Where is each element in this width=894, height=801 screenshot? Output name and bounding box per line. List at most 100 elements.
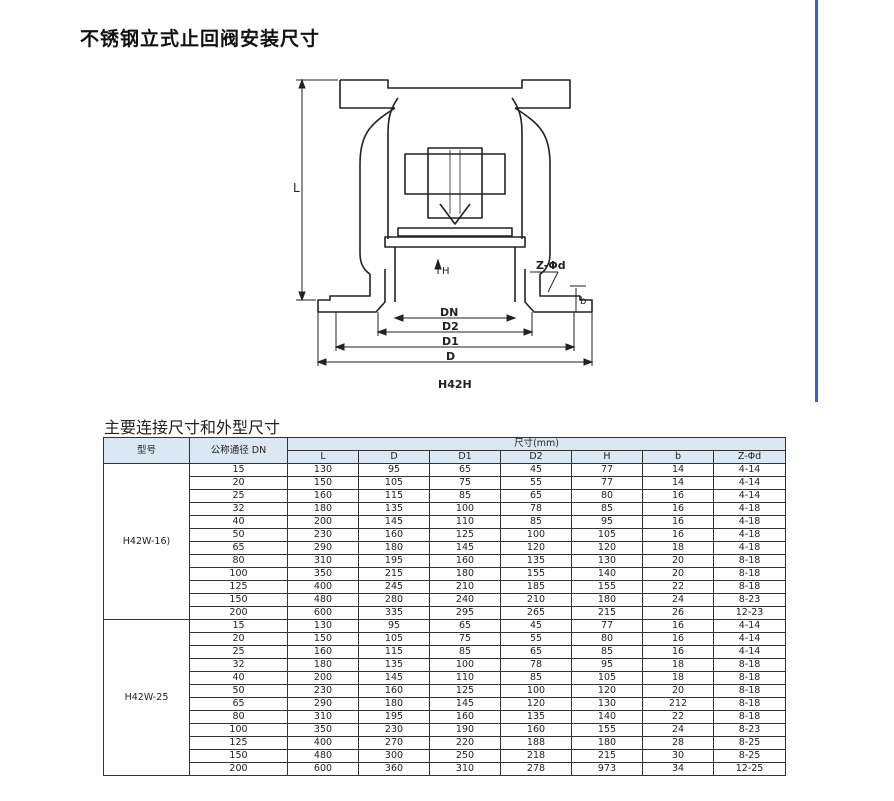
dimension-cell: 145 [429,541,501,555]
label-L: L [293,181,300,195]
dimension-cell: 220 [429,736,501,750]
dimension-cell: 973 [571,762,643,776]
dimension-cell: 8-23 [712,723,787,737]
dimension-cell: 240 [429,593,501,607]
dimension-cell: 8-25 [712,749,787,763]
label-zd: Z-Φd [536,259,566,272]
dimension-cell: 8-18 [712,697,787,711]
dimension-cell: 4-18 [712,515,787,529]
dimension-cell: 85 [571,645,643,659]
dimension-cell: 8-18 [712,580,787,594]
dimension-cell: 155 [571,723,643,737]
dimension-cell: 8-18 [712,567,787,581]
top-flange-left [339,80,395,109]
dimension-cell: 145 [358,671,430,685]
dimension-cell: 480 [287,749,359,763]
dimension-cell: 100 [429,658,501,672]
header-cols: L D D1 D2 H b Z-Φd [104,450,787,464]
dimension-cell: 120 [571,541,643,555]
header-col: H [571,450,643,464]
dn-cell: 32 [189,658,288,672]
dimension-cell: 4-14 [712,463,787,477]
dn-cell: 100 [189,567,288,581]
dimension-cell: 77 [571,463,643,477]
dimension-cell: 65 [429,463,501,477]
dimension-cell: 85 [571,502,643,516]
dimension-cell: 16 [642,489,714,503]
dimension-cell: 250 [429,749,501,763]
right-accent-bar [815,0,818,402]
dimension-cell: 65 [429,619,501,633]
dimension-cell: 8-18 [712,710,787,724]
dimension-cell: 20 [642,567,714,581]
dimension-cell: 218 [500,749,572,763]
valve-stem [427,147,483,219]
model-cell: H42W-16) [103,463,190,620]
dn-cell: 40 [189,671,288,685]
dimension-cell: 130 [571,697,643,711]
dimension-cell: 195 [358,554,430,568]
dimension-cell: 180 [358,541,430,555]
dimension-cell: 80 [571,489,643,503]
dn-cell: 20 [189,476,288,490]
dimension-cell: 20 [642,554,714,568]
page-title: 不锈钢立式止回阀安装尺寸 [80,28,321,50]
dimension-cell: 100 [429,502,501,516]
dimension-cell: 8-18 [712,671,787,685]
dimension-cell: 14 [642,463,714,477]
dn-cell: 80 [189,554,288,568]
dimension-cell: 130 [571,554,643,568]
dimension-cell: 120 [571,684,643,698]
dimension-cell: 400 [287,736,359,750]
top-flange [340,79,571,109]
dimension-cell: 100 [500,684,572,698]
dn-cell: 15 [189,463,288,477]
dimension-cell: 230 [358,723,430,737]
dimension-cell: 200 [287,671,359,685]
dimension-cell: 160 [500,723,572,737]
dimension-cell: 600 [287,762,359,776]
dimension-cell: 22 [642,710,714,724]
dimension-cell: 310 [287,554,359,568]
bottom-flange-left [317,269,386,313]
dimension-cell: 78 [500,502,572,516]
dimension-cell: 160 [429,554,501,568]
dimension-cell: 85 [500,515,572,529]
valve-drawing: L H Z-Φd b DN D2 D1 D H42H [290,64,620,394]
dimension-cell: 145 [358,515,430,529]
dn-cell: 65 [189,697,288,711]
dimension-cell: 95 [358,619,430,633]
dimension-cell: 160 [358,684,430,698]
dimension-cell: 16 [642,645,714,659]
header-col: D [358,450,430,464]
dimension-cell: 180 [429,567,501,581]
dimension-cell: 160 [287,489,359,503]
valve-seat [384,236,526,248]
dimension-cell: 4-18 [712,541,787,555]
dn-cell: 150 [189,593,288,607]
dimension-cell: 180 [287,502,359,516]
dimension-cell: 12-25 [712,762,787,776]
dimension-cell: 105 [571,528,643,542]
dimension-cell: 4-14 [712,619,787,633]
dimension-cell: 160 [358,528,430,542]
dimension-cell: 95 [358,463,430,477]
dimension-cell: 212 [642,697,714,711]
dimension-cell: 195 [358,710,430,724]
label-D1: D1 [442,335,459,348]
dimension-cell: 150 [287,632,359,646]
dimension-cell: 20 [642,684,714,698]
dimension-cell: 310 [429,762,501,776]
body-left [359,107,396,275]
